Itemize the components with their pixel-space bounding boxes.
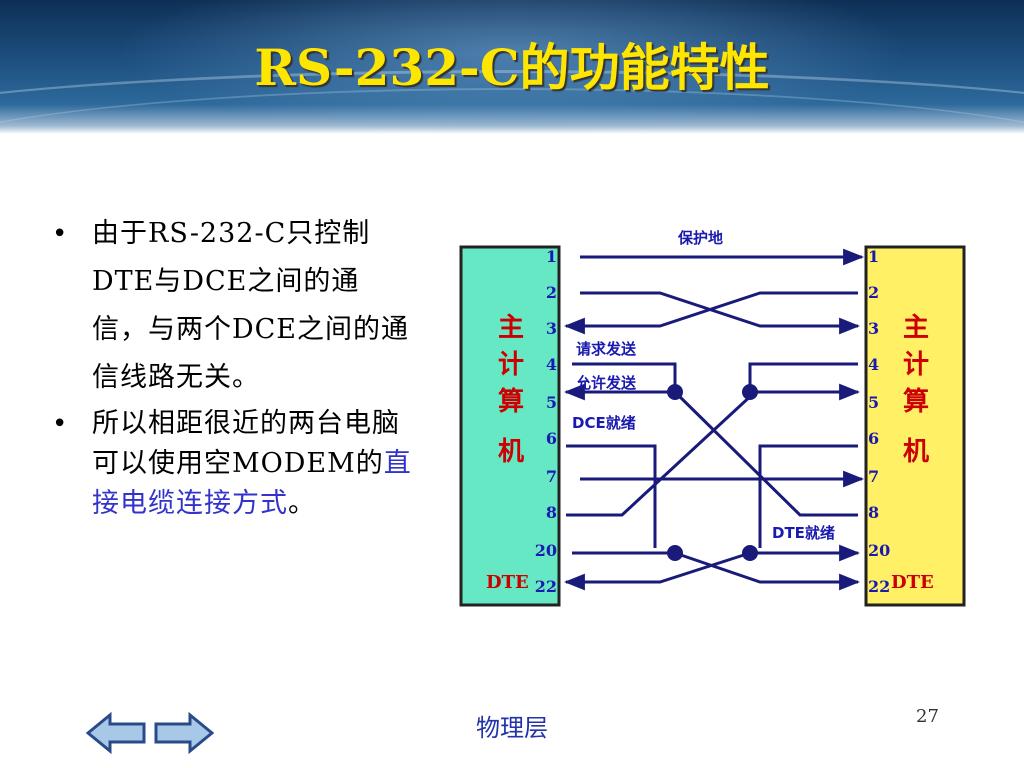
prev-slide-button[interactable] — [86, 712, 148, 754]
bullet-dot: • — [52, 409, 68, 439]
right-pin-number: 1 — [868, 247, 879, 266]
wire-right-pin4 — [748, 362, 858, 392]
left-host-char-1: 主 — [498, 313, 524, 343]
bullet-item-2: • 所以相距很近的两台电脑可以使用空MODEM的直接电缆连接方式。 — [52, 404, 412, 524]
junction-dot — [667, 545, 683, 561]
wire-right-pin6 — [758, 444, 858, 548]
left-pin-number: 3 — [546, 319, 557, 338]
junction-dot — [742, 384, 758, 400]
wire-cross-20-22-a — [674, 551, 861, 591]
right-pin-number: 7 — [868, 467, 879, 486]
left-pin-number: 2 — [546, 283, 557, 302]
left-pin-number: 7 — [546, 467, 557, 486]
bullet-text: 由于RS-232-C只控制DTE与DCE之间的通信，与两个DCE之间的通信线路无… — [92, 218, 410, 393]
right-pin-number: 4 — [868, 355, 879, 374]
bullet-item-1: • 由于RS-232-C只控制DTE与DCE之间的通信，与两个DCE之间的通信线… — [52, 210, 412, 402]
right-host-char-2: 计 — [903, 350, 929, 380]
left-arrow-icon — [86, 712, 146, 754]
label-dte-ready: DTE就绪 — [772, 524, 835, 542]
right-pin-number: 8 — [868, 503, 879, 522]
label-request-to-send: 请求发送 — [576, 340, 637, 358]
wire-right-pin8 — [673, 390, 858, 517]
right-arrow-icon — [154, 712, 214, 754]
bullet-text-plain: 所以相距很近的两台电脑可以使用空MODEM的 — [92, 408, 400, 479]
right-host-char-4: 机 — [903, 437, 929, 467]
left-pin-number: 8 — [546, 503, 557, 522]
left-pin-number: 6 — [546, 429, 557, 448]
page-number: 27 — [916, 706, 939, 727]
junction-dot — [742, 545, 758, 561]
wire-left-pin8 — [566, 390, 757, 517]
left-pin-number: 20 — [535, 541, 557, 560]
footer-text: 物理层 — [476, 714, 548, 742]
right-host-char-3: 算 — [903, 386, 929, 417]
slide-title: RS-232-C的功能特性 — [254, 38, 770, 97]
left-pin-number: 4 — [546, 355, 557, 374]
right-dte-label: DTE — [891, 572, 934, 593]
right-pin-number: 3 — [868, 319, 879, 338]
next-slide-button[interactable] — [152, 712, 214, 754]
left-pin-number: 5 — [546, 393, 557, 412]
label-clear-to-send: 允许发送 — [575, 374, 637, 392]
wire-pin2-to-pin3 — [580, 291, 861, 335]
junction-dot — [667, 384, 683, 400]
left-pin-number: 22 — [535, 577, 557, 596]
wire-left-pin4 — [572, 362, 677, 392]
label-protective-ground: 保护地 — [677, 229, 723, 247]
wire-pin2-to-pin3-reverse — [563, 291, 858, 335]
left-host-char-4: 机 — [498, 437, 524, 467]
bullet-dot: • — [52, 219, 68, 249]
left-host-char-2: 计 — [498, 350, 524, 380]
bullet-text: 所以相距很近的两台电脑可以使用空MODEM的直接电缆连接方式。 — [92, 404, 412, 524]
right-pin-number: 22 — [868, 577, 890, 596]
wire-left-pin6 — [566, 444, 657, 548]
left-host-char-3: 算 — [498, 386, 524, 417]
right-host-box — [864, 245, 966, 607]
bullet-list: • 由于RS-232-C只控制DTE与DCE之间的通信，与两个DCE之间的通信线… — [52, 210, 412, 526]
label-dce-ready: DCE就绪 — [572, 414, 636, 432]
title-banner — [0, 0, 1024, 134]
right-pin-number: 20 — [868, 541, 890, 560]
left-dte-label: DTE — [486, 572, 529, 593]
left-pin-number: 1 — [546, 247, 557, 266]
right-pin-number: 6 — [868, 429, 879, 448]
right-pin-number: 5 — [868, 393, 879, 412]
wire-cross-20-22-b — [563, 551, 751, 591]
bullet-text-end: 。 — [288, 488, 316, 519]
bullet-text-highlight: 直接电缆连接方式 — [92, 448, 412, 519]
right-pin-number: 2 — [868, 283, 879, 302]
right-host-char-1: 主 — [903, 313, 929, 343]
left-host-box — [459, 245, 561, 607]
